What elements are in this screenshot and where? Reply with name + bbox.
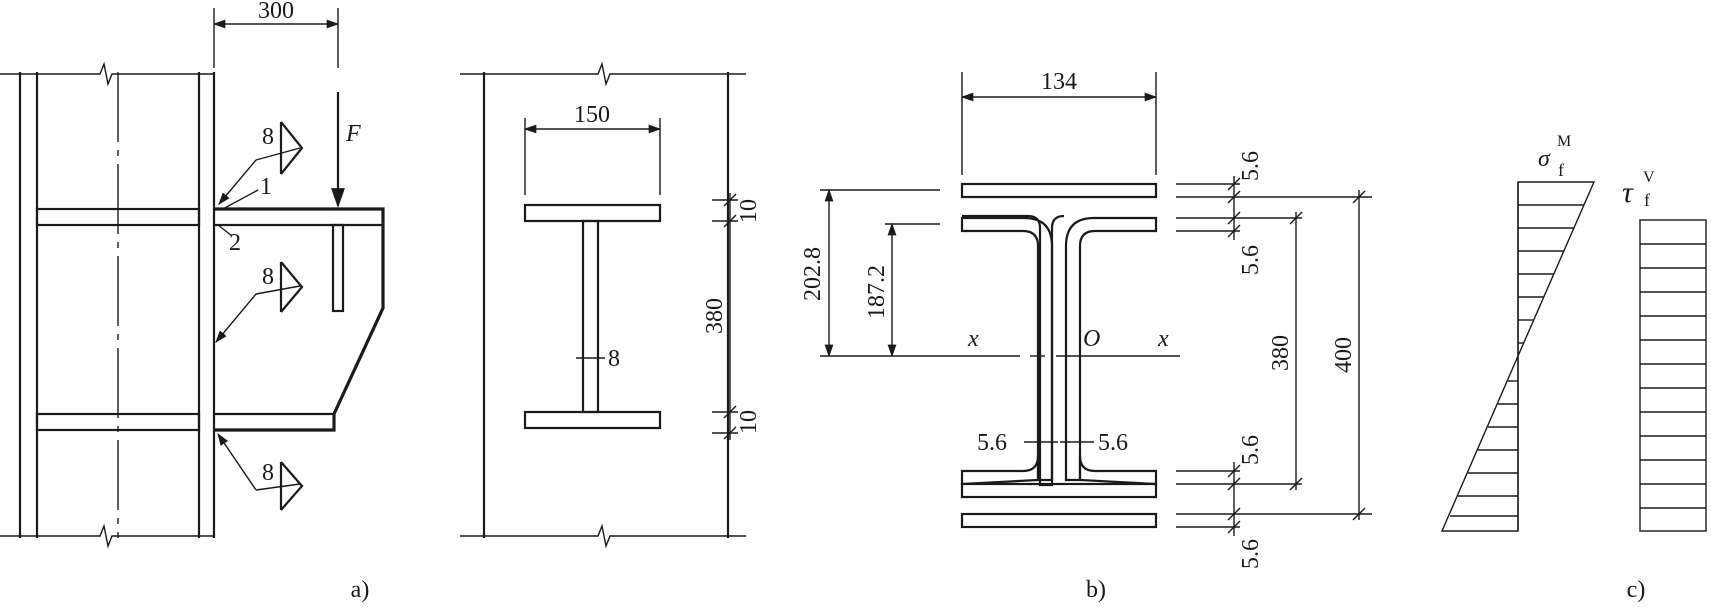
dim-tick (1227, 520, 1241, 534)
dim-tick (1227, 211, 1241, 225)
dim-label-flange-weld-1: 5.6 (1238, 151, 1264, 181)
bracket-stiffener (331, 223, 345, 313)
caption-b: b) (1086, 577, 1106, 603)
dim-label-flange-weld-4: 5.6 (1238, 539, 1264, 569)
dim-label-150: 150 (574, 102, 610, 128)
dim-tick (1289, 211, 1303, 225)
tau-superscript: V (1643, 169, 1655, 186)
weld-strip-top-outer (960, 182, 1158, 199)
dim-tick (723, 193, 737, 207)
dim-label-187: 187.2 (864, 265, 890, 319)
leader-label-1: 1 (260, 174, 272, 200)
dim-tick (723, 214, 737, 228)
column-stiffener-bottom (35, 412, 201, 432)
break-line-top (0, 61, 214, 87)
dim-label-300: 300 (258, 0, 294, 24)
axis-label-left: x (967, 326, 979, 352)
sigma-triangle-top (1517, 181, 1596, 357)
leader-line-1 (220, 189, 259, 211)
dim-label-flange-weld-2: 5.6 (1238, 245, 1264, 275)
panel-a-elevation: 300 F 8 1 2 8 8 (0, 0, 762, 603)
weld-strip-bottom-inner (960, 482, 1158, 499)
leader-label-2: 2 (229, 230, 241, 256)
axis-label-origin: O (1083, 326, 1100, 352)
dim-tick (1227, 507, 1241, 521)
weld-size-label: 8 (262, 460, 274, 486)
caption-a: a) (351, 577, 370, 603)
load-label: F (345, 121, 361, 147)
dim-tick (1289, 477, 1303, 491)
weld-size-label: 8 (262, 264, 274, 290)
tau-subscript: f (1644, 190, 1650, 210)
weld-symbol-middle: 8 (215, 261, 304, 343)
dim-tick (1227, 177, 1241, 191)
dim-label-bottom-flange: 10 (736, 410, 762, 434)
dim-tick (1227, 477, 1241, 491)
weld-size-label: 8 (262, 124, 274, 150)
dim-label-400: 400 (1331, 337, 1357, 373)
panel-c-stress-diagrams: σ M f τ V f c) (1440, 133, 1707, 603)
panel-b-weld-section: x O x 134 202.8 187.2 5.6 5.6 (800, 69, 1372, 603)
dim-label-web-height: 380 (702, 298, 728, 334)
dim-tick (723, 426, 737, 440)
sigma-superscript: M (1557, 133, 1571, 150)
break-line-bottom (460, 523, 746, 549)
dim-tick (1227, 224, 1241, 238)
break-line-top (460, 61, 746, 87)
dim-tick (723, 405, 737, 419)
dim-tick (1227, 190, 1241, 204)
weld-fillet (960, 455, 1040, 486)
weld-symbol-bottom: 8 (217, 432, 304, 511)
sigma-symbol: σ (1538, 146, 1551, 172)
dim-label-202: 202.8 (800, 247, 826, 301)
sigma-subscript: f (1558, 160, 1564, 180)
tau-rectangle (1639, 219, 1707, 532)
dim-label-web-weld-left: 5.6 (977, 430, 1007, 456)
sigma-hatching (1450, 204, 1584, 517)
i-section-web (581, 219, 600, 414)
dim-label-134: 134 (1041, 69, 1077, 95)
column-stiffener-top (35, 207, 201, 227)
break-line-bottom (0, 523, 214, 549)
i-section-top-flange (523, 203, 662, 223)
dim-tick (1227, 464, 1241, 478)
leader-line-2 (217, 224, 233, 237)
dim-label-flange-weld-3: 5.6 (1238, 435, 1264, 465)
i-section-bottom-flange (523, 410, 662, 430)
tau-symbol: τ (1622, 176, 1634, 209)
dim-label-top-flange: 10 (736, 199, 762, 223)
weld-strip-bottom-outer (960, 512, 1158, 529)
sigma-triangle-bottom (1440, 355, 1519, 532)
axis-label-right: x (1157, 326, 1169, 352)
dim-label-web: 8 (608, 346, 620, 372)
dim-label-380: 380 (1268, 335, 1294, 371)
weld-symbol-top: 8 (218, 121, 304, 205)
dim-tick (1352, 507, 1366, 521)
dim-tick (1352, 190, 1366, 204)
bracket-outline (214, 207, 385, 432)
dim-label-web-weld-right: 5.6 (1098, 430, 1128, 456)
caption-c: c) (1627, 577, 1646, 603)
tau-hatching (1640, 243, 1706, 509)
weld-fillet (1078, 455, 1158, 486)
